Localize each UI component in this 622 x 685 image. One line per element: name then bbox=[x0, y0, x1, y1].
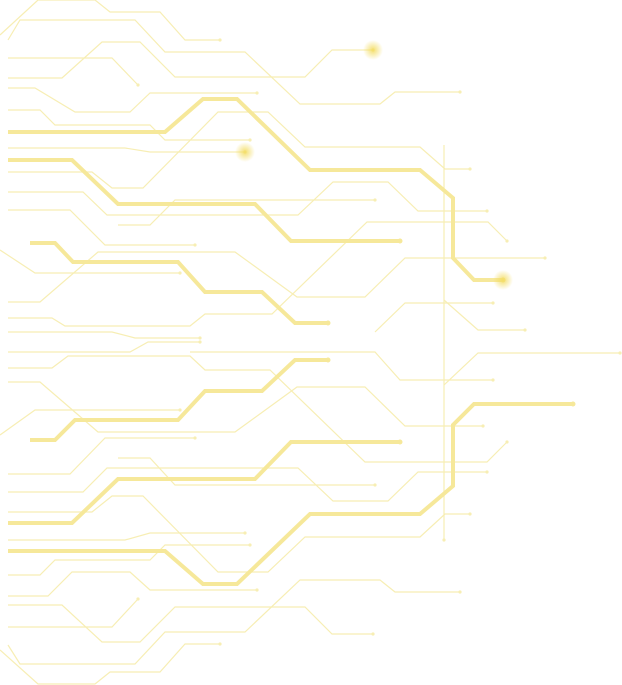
thick-trace-endpoint-6 bbox=[570, 401, 576, 407]
thin-trace-1 bbox=[0, 0, 220, 41]
thin-trace-endpoint-25 bbox=[248, 543, 252, 547]
thin-trace-9 bbox=[8, 181, 487, 216]
thin-trace-25 bbox=[8, 544, 250, 576]
thin-trace-22 bbox=[118, 457, 375, 486]
thin-trace-19 bbox=[8, 381, 483, 433]
thin-trace-21 bbox=[8, 437, 195, 475]
thin-trace-endpoint-10 bbox=[193, 243, 197, 247]
thin-trace-27 bbox=[8, 604, 373, 643]
thin-trace-33 bbox=[443, 352, 620, 386]
thick-trace-endpoint-5 bbox=[397, 439, 403, 445]
thin-trace-endpoint-4 bbox=[136, 83, 140, 87]
thin-trace-endpoint-26 bbox=[255, 588, 259, 592]
thin-trace-10 bbox=[8, 209, 195, 246]
glow-node-2 bbox=[235, 142, 255, 162]
thin-trace-4 bbox=[8, 57, 139, 86]
thick-trace-endpoint-4 bbox=[325, 357, 331, 363]
thin-trace-endpoint-18 bbox=[505, 440, 509, 444]
thin-trace-endpoint-9 bbox=[485, 209, 489, 213]
thin-trace-endpoint-33 bbox=[618, 351, 622, 355]
thin-trace-endpoint-14 bbox=[505, 239, 509, 243]
thin-trace-endpoint-5 bbox=[255, 91, 259, 95]
thin-trace-26 bbox=[8, 571, 257, 597]
thin-trace-14 bbox=[8, 221, 508, 327]
thin-trace-endpoint-12 bbox=[178, 271, 182, 275]
thin-trace-endpoint-2 bbox=[458, 90, 462, 94]
thin-trace-13 bbox=[8, 251, 545, 303]
thick-trace-endpoint-3 bbox=[325, 320, 331, 326]
thin-trace-16 bbox=[8, 341, 200, 353]
thin-trace-endpoint-27 bbox=[371, 632, 375, 636]
thin-trace-32 bbox=[443, 299, 525, 331]
glow-nodes bbox=[235, 40, 513, 290]
thin-trace-15 bbox=[8, 331, 200, 339]
thin-trace-28 bbox=[8, 598, 139, 628]
thin-trace-endpoint-34 bbox=[491, 301, 495, 305]
thin-trace-8 bbox=[8, 111, 470, 189]
thick-trace-1 bbox=[8, 97, 503, 282]
thin-trace-endpoint-17 bbox=[491, 378, 495, 382]
thin-trace-endpoint-11 bbox=[373, 198, 377, 202]
thin-trace-30 bbox=[7, 579, 460, 665]
thin-trace-endpoint-1 bbox=[218, 38, 222, 42]
thin-trace-2 bbox=[7, 19, 460, 105]
thin-trace-endpoint-23 bbox=[468, 512, 472, 516]
thin-trace-endpoint-16 bbox=[198, 340, 202, 344]
thin-trace-endpoint-28 bbox=[136, 597, 140, 601]
thin-trace-34 bbox=[374, 302, 493, 333]
thin-trace-endpoint-31 bbox=[442, 538, 446, 542]
thin-trace-endpoint-35 bbox=[178, 408, 182, 412]
thin-trace-endpoint-15 bbox=[198, 336, 202, 340]
thin-trace-23 bbox=[8, 495, 470, 573]
thin-trace-17 bbox=[190, 351, 493, 381]
thin-trace-endpoint-8 bbox=[468, 167, 472, 171]
thin-trace-endpoint-22 bbox=[373, 483, 377, 487]
thin-trace-endpoint-21 bbox=[193, 436, 197, 440]
thick-trace-endpoint-2 bbox=[397, 238, 403, 244]
thin-trace-3 bbox=[8, 41, 373, 79]
thick-trace-3 bbox=[30, 241, 328, 325]
thick-trace-2 bbox=[8, 158, 400, 243]
thick-trace-4 bbox=[30, 358, 328, 442]
thin-trace-6 bbox=[8, 109, 250, 141]
thin-trace-endpoint-13 bbox=[543, 256, 547, 260]
thin-trace-18 bbox=[8, 355, 508, 463]
thin-trace-endpoint-30 bbox=[458, 590, 462, 594]
thin-trace-24 bbox=[8, 532, 245, 541]
thin-trace-29 bbox=[0, 643, 220, 685]
thin-trace-endpoint-6 bbox=[248, 138, 252, 142]
thin-trace-12 bbox=[0, 249, 180, 274]
thick-trace-6 bbox=[8, 402, 573, 586]
thin-trace-endpoint-29 bbox=[218, 642, 222, 646]
thin-trace-7 bbox=[8, 147, 245, 153]
thin-trace-endpoint-32 bbox=[523, 328, 527, 332]
thin-trace-endpoint-20 bbox=[485, 470, 489, 474]
glow-node-1 bbox=[363, 40, 383, 60]
glow-node-3 bbox=[493, 270, 513, 290]
thick-traces bbox=[8, 97, 576, 586]
thin-trace-endpoint-24 bbox=[243, 531, 247, 535]
thin-trace-5 bbox=[8, 87, 257, 113]
thick-trace-5 bbox=[8, 440, 400, 525]
thin-trace-11 bbox=[118, 199, 375, 226]
thin-trace-35 bbox=[0, 409, 180, 436]
thin-trace-endpoint-19 bbox=[481, 424, 485, 428]
